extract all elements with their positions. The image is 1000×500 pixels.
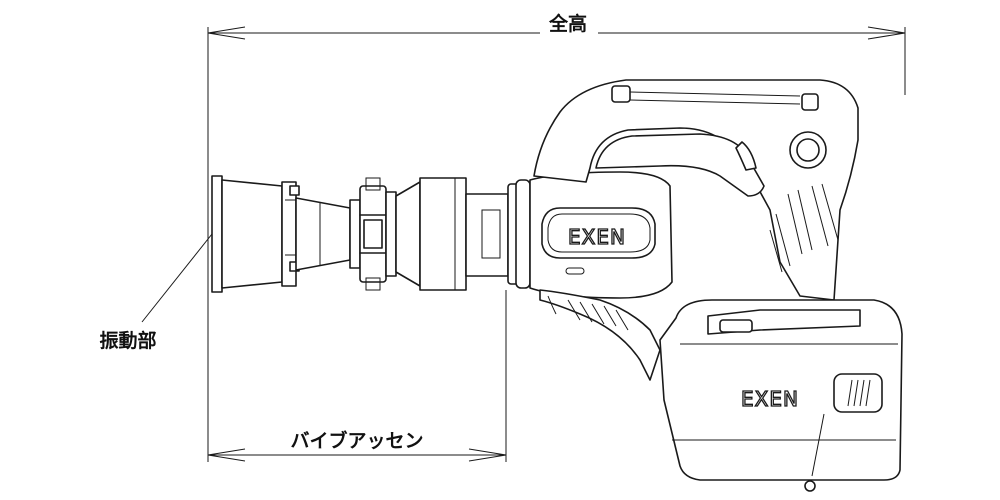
pipe-assembly-dimension: バイブアッセン [207, 290, 507, 462]
coupling-collar [349, 199, 361, 269]
lower-housing [539, 289, 661, 381]
pipe-cone [395, 181, 421, 287]
leader-line [141, 233, 213, 323]
vibration-part-callout: 振動部 [99, 233, 213, 352]
trigger[interactable] [735, 141, 757, 171]
arrow-right-icon [867, 26, 906, 40]
release-grip-icon [847, 379, 871, 407]
battery-pack: EXEN [659, 299, 903, 492]
head-taper [295, 197, 351, 271]
motor-vents [539, 289, 661, 381]
head-body [221, 179, 283, 289]
bolt-icon [289, 185, 300, 196]
pipe-cylinder [419, 177, 467, 291]
vibrator-head [211, 175, 351, 293]
pipe-housing [395, 177, 509, 291]
coupling-nut [385, 191, 397, 277]
arrow-left-icon [207, 448, 246, 462]
pipe-socket [465, 193, 509, 277]
coupling [349, 177, 397, 291]
grip-vents [787, 183, 839, 255]
battery-release-button[interactable] [833, 373, 883, 413]
pipe-assembly-label: バイブアッセン [290, 429, 423, 452]
motor-logo-plate [541, 207, 656, 259]
motor-unit: EXEN [507, 171, 673, 299]
handle [533, 79, 859, 301]
handle-grip-opening [595, 133, 765, 197]
handle-frame [533, 79, 859, 301]
battery-body [659, 299, 903, 481]
head-tip [211, 175, 223, 293]
motor-brand-logo: EXEN [568, 225, 626, 249]
coupling-window [363, 219, 383, 249]
front-ring-outer [515, 179, 531, 289]
handle-pad [611, 85, 631, 103]
title-backdrop [540, 10, 598, 36]
vent-slots [567, 299, 629, 331]
arrow-left-icon [207, 26, 246, 40]
overall-height-label: 全高 [548, 12, 587, 35]
battery-brand-logo: EXEN [741, 387, 799, 411]
overall-height-dimension: 全高 [207, 10, 906, 462]
vibration-part-label: 振動部 [99, 329, 156, 352]
handle-pad [801, 93, 819, 111]
battery-foot [804, 480, 816, 492]
arrow-right-icon [468, 448, 507, 462]
